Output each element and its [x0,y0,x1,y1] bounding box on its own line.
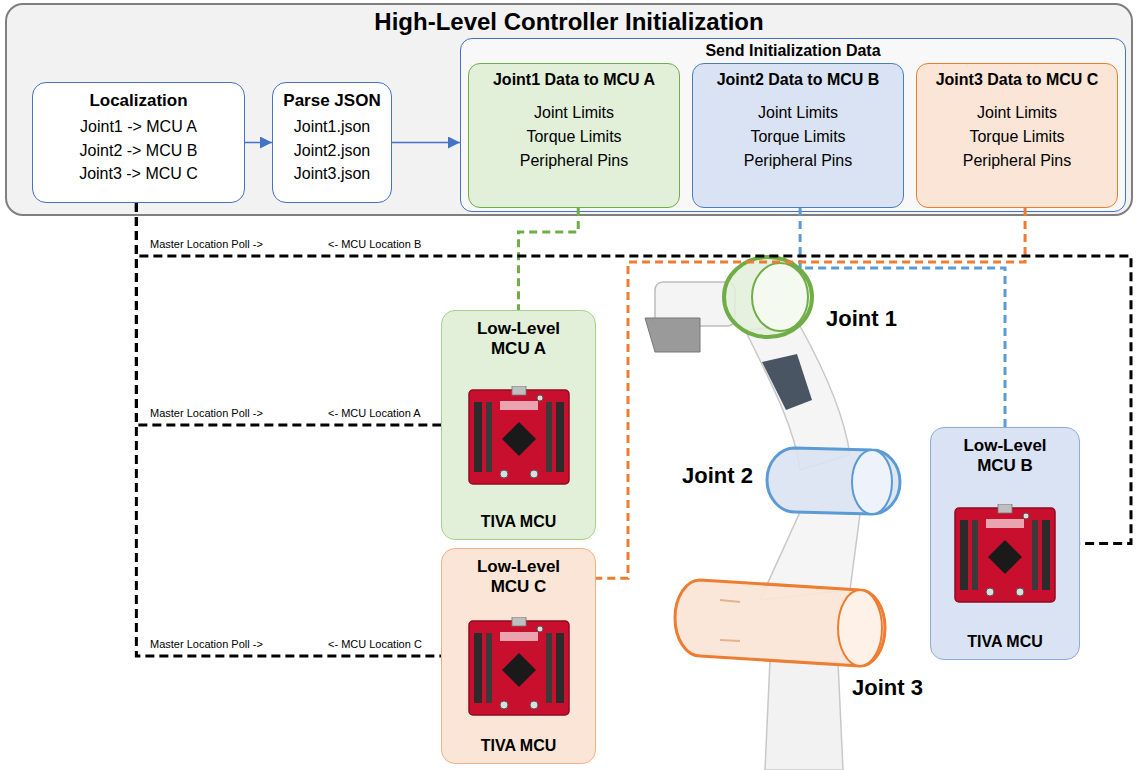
joint-data-box: Joint3 Data to MCU C Joint Limits Torque … [916,63,1118,208]
arrow-connector [245,142,272,144]
node-body: TIVA MCU [481,736,557,755]
joint1-face [752,263,808,331]
gripper-fingers [645,318,700,352]
mcu-board [950,504,1060,604]
signal-label: Master Location Poll -> [150,407,263,420]
dashed-connector [596,208,1025,578]
node-body: Joint Limits Torque Limits Peripheral Pi… [734,101,862,173]
dashed-connector [136,203,441,656]
dashed-connector [136,203,1131,544]
mcu-board [464,386,574,486]
label-holder: <- MCU Location C [328,638,422,651]
signal-label: <- MCU Location C [328,638,422,651]
cylinder-detail [720,600,740,641]
node-body: Joint Limits Torque Limits Peripheral Pi… [510,101,638,173]
controller-panel: High-Level Controller InitializationLoca… [5,3,1133,216]
mcu-board [464,617,574,717]
group-box: Send Initialization DataJoint1 Data to M… [460,38,1126,212]
joint2-cylinder [767,448,900,514]
mcu-board-image [955,504,1055,602]
joint3-cylinder [675,580,885,666]
joint-label: Joint 2 [682,463,753,489]
joint3-face [838,590,882,666]
node-heading: Joint2 Data to MCU B [717,70,880,89]
signal-label: <- MCU Location A [328,407,421,420]
joint-data-box: Joint2 Data to MCU B Joint Limits Torque … [692,63,904,208]
label-holder: <- MCU Location B [328,238,421,251]
node-body: Joint Limits Torque Limits Peripheral Pi… [953,101,1081,173]
node-body: TIVA MCU [481,512,557,531]
node-body: Joint1 -> MCU A Joint2 -> MCU B Joint3 -… [69,115,209,185]
node-heading: Low-Level MCU C [471,557,566,598]
joint-data-box: Joint1 Data to MCU A Joint Limits Torque … [468,63,680,208]
node-heading: Send Initialization Data [705,41,880,60]
node-heading: Low-Level MCU B [958,436,1053,477]
node-heading: High-Level Controller Initialization [374,8,763,36]
joint-label: Joint 3 [852,675,923,701]
process-box: LocalizationJoint1 -> MCU A Joint2 -> MC… [32,82,245,203]
mcu-box: Low-Level MCU C TIVA MCU [441,548,596,764]
process-box: Parse JSON Joint1.json Joint2.json Joint3… [272,82,392,203]
dashed-connector [136,203,441,425]
signal-label: Master Location Poll -> [150,238,263,251]
label-holder: Joint 3 [852,675,923,701]
label-holder: Joint 1 [826,306,897,332]
node-heading: Joint3 Data to MCU C [936,70,1099,89]
robot-base [765,660,843,770]
mcu-box: Low-Level MCU A TIVA MCU [441,310,596,540]
label-holder: Joint 2 [682,463,753,489]
label-holder: Master Location Poll -> [150,638,263,651]
node-heading: Parse JSON [283,91,380,111]
signal-label: Master Location Poll -> [150,638,263,651]
node-body: Joint1.json Joint2.json Joint3.json [282,115,382,185]
node-heading: Joint1 Data to MCU A [493,70,655,89]
joint1-cylinder [724,257,812,337]
dashed-connector [519,208,579,310]
arrow-connector [392,142,460,144]
joint2-face [852,450,892,514]
mcu-box: Low-Level MCU B TIVA MCU [930,427,1080,660]
dashed-connector [800,208,1005,427]
link-band [762,354,812,410]
signal-label: <- MCU Location B [328,238,421,251]
node-heading: Localization [89,91,187,111]
label-holder: Master Location Poll -> [150,407,263,420]
mcu-board-image [469,617,569,715]
mcu-board-image [469,386,569,484]
node-heading: Low-Level MCU A [471,319,566,360]
joint-label: Joint 1 [826,306,897,332]
label-holder: Master Location Poll -> [150,238,263,251]
label-holder: <- MCU Location A [328,407,421,420]
node-body: TIVA MCU [967,632,1043,651]
